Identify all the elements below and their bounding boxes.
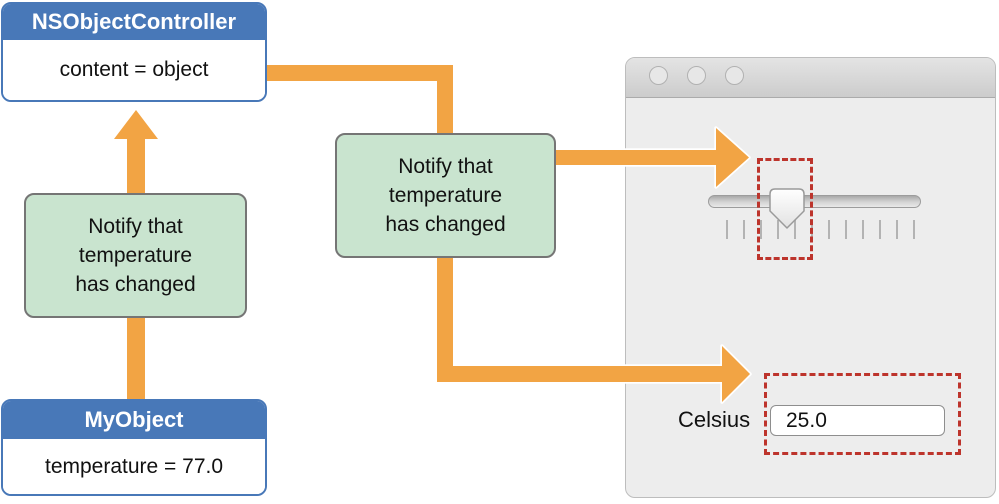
slider-tick xyxy=(913,220,915,239)
temperature-input[interactable] xyxy=(770,405,945,436)
nsobjectcontroller-box: NSObjectController content = object xyxy=(1,2,267,102)
window-titlebar xyxy=(626,58,995,98)
slider-tick xyxy=(777,220,779,239)
zoom-button[interactable] xyxy=(725,66,744,85)
slider-tick xyxy=(845,220,847,239)
slider-tick xyxy=(726,220,728,239)
myobject-title: MyObject xyxy=(3,401,265,439)
close-button[interactable] xyxy=(649,66,668,85)
slider-highlight-rect xyxy=(757,158,813,260)
arrow-controller-to-notify xyxy=(262,63,455,142)
mock-macos-window: Celsius xyxy=(625,57,996,498)
slider-tick xyxy=(879,220,881,239)
slider-tick xyxy=(743,220,745,239)
myobject-box: MyObject temperature = 77.0 xyxy=(1,399,267,496)
nsobjectcontroller-title: NSObjectController xyxy=(3,4,265,40)
notify-callout-middle: Notify that temperature has changed xyxy=(335,133,556,258)
slider-tick xyxy=(896,220,898,239)
field-highlight-rect xyxy=(764,373,961,455)
slider-tick xyxy=(828,220,830,239)
slider-tick xyxy=(760,220,762,239)
slider-tick xyxy=(794,220,796,239)
notify-callout-left: Notify that temperature has changed xyxy=(24,193,247,318)
slider-track[interactable] xyxy=(708,195,921,208)
myobject-content: temperature = 77.0 xyxy=(3,439,265,494)
minimize-button[interactable] xyxy=(687,66,706,85)
celsius-label: Celsius xyxy=(678,407,751,432)
slider-tick xyxy=(862,220,864,239)
nsobjectcontroller-content: content = object xyxy=(3,40,265,100)
slider-knob[interactable] xyxy=(766,186,808,232)
slider-ticks xyxy=(726,220,915,239)
